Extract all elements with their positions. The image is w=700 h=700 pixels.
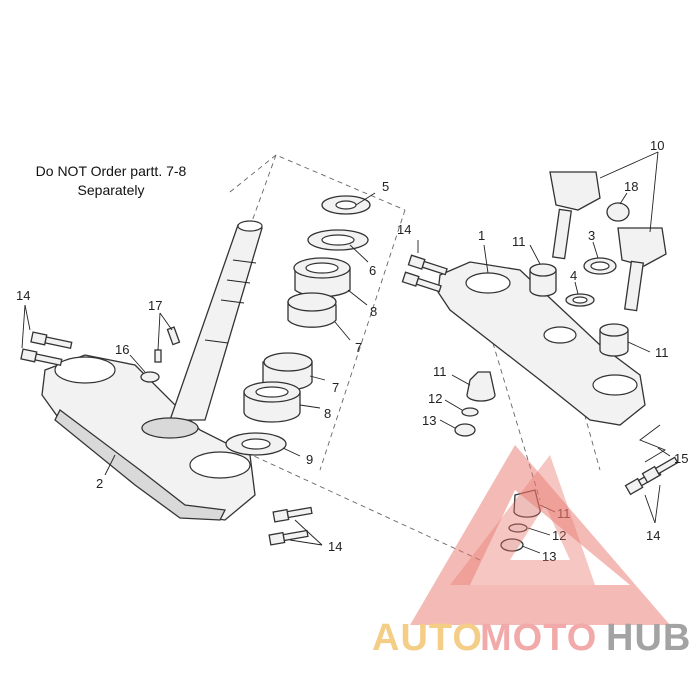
callout-14-left: 14 (16, 288, 30, 303)
callout-11-b: 11 (655, 345, 669, 360)
callout-12-a: 12 (428, 391, 442, 406)
callout-18: 18 (624, 179, 638, 194)
bolts-lower (268, 506, 313, 546)
callout-1: 1 (478, 228, 485, 243)
callout-4: 4 (570, 268, 577, 283)
callout-2: 2 (96, 476, 103, 491)
automotohub-watermark: AUTO MOTO HUB (372, 445, 691, 659)
callout-13-b: 13 (542, 549, 556, 564)
callout-9: 9 (306, 452, 313, 467)
watermark-moto: MOTO (480, 617, 597, 659)
callout-14-right-upper: 14 (397, 222, 411, 237)
callout-8-lower: 8 (324, 406, 331, 421)
part-13-nut-b (500, 538, 524, 552)
part-17-screw (166, 326, 181, 346)
callout-8-upper: 8 (370, 304, 377, 319)
callout-15: 15 (674, 451, 688, 466)
part-16-clip (140, 349, 162, 383)
small-parts (454, 202, 630, 552)
callout-13-a: 13 (422, 413, 436, 428)
part-11-rubber-d (513, 489, 541, 518)
part-15-clip (639, 424, 667, 463)
part-12-washer-b (508, 523, 528, 533)
callout-11-a: 11 (512, 234, 526, 249)
callout-3: 3 (588, 228, 595, 243)
callout-16: 16 (115, 342, 129, 357)
bearing-stack (225, 195, 371, 456)
callout-12-b: 12 (552, 528, 566, 543)
callout-14-right-lower: 14 (646, 528, 660, 543)
handlebar-clamps (549, 171, 667, 312)
bolts-right-upper (401, 254, 448, 293)
steering-stem (141, 220, 263, 439)
callout-14-lower: 14 (328, 539, 342, 554)
order-note-line-2: Separately (77, 182, 145, 198)
callout-labels: 5 6 8 7 7 8 9 1 10 18 3 4 11 11 11 12 13… (16, 138, 688, 564)
part-12-washer-a (461, 407, 479, 417)
order-note: Do NOT Order partt. 7-8 Separately (6, 162, 216, 200)
callout-7-lower: 7 (332, 380, 339, 395)
callout-5: 5 (382, 179, 389, 194)
part-11-rubber-c (466, 371, 496, 402)
leader-lines (21, 151, 671, 554)
upper-triple-clamp (437, 261, 646, 426)
part-18-cap (606, 202, 630, 222)
callout-11-d: 11 (557, 506, 571, 521)
order-note-line-1: Do NOT Order partt. 7-8 (35, 163, 187, 179)
callout-17: 17 (148, 298, 162, 313)
callout-6: 6 (369, 263, 376, 278)
watermark-auto: AUTO (372, 617, 483, 659)
part-13-nut-a (454, 423, 476, 437)
bolts-left-upper (20, 331, 73, 367)
watermark-hub: HUB (606, 617, 691, 659)
lower-triple-clamp (41, 354, 256, 521)
callout-11-c: 11 (433, 364, 447, 379)
callout-10: 10 (650, 138, 664, 153)
bolts-right-lower (624, 456, 679, 496)
part-11-rubber-b (599, 329, 629, 357)
part-11-rubber-a (529, 269, 557, 297)
callout-7-upper: 7 (355, 340, 362, 355)
